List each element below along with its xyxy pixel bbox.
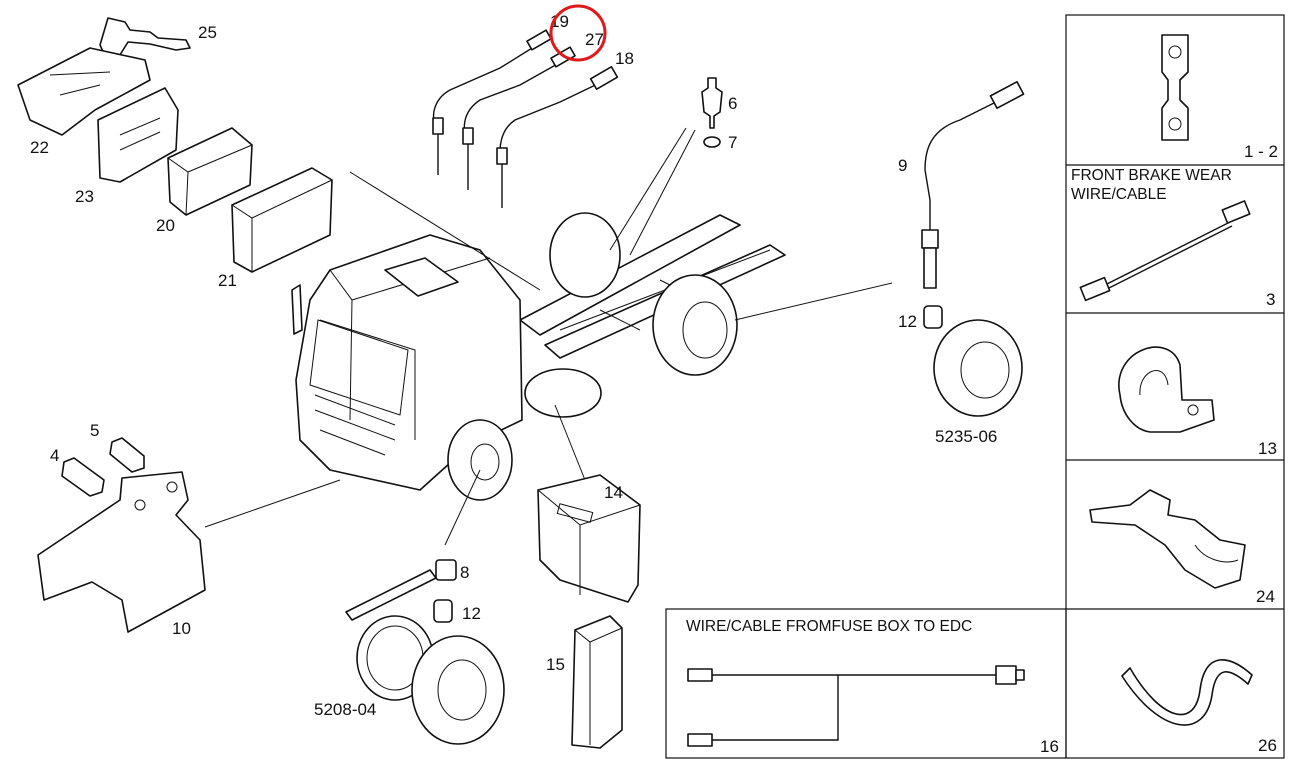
label-8: 8	[460, 563, 469, 582]
label-10: 10	[172, 619, 191, 638]
panel-24-number: 24	[1256, 587, 1275, 606]
mounting-plate-22	[17, 47, 151, 136]
label-23: 23	[75, 187, 94, 206]
leader-lines	[204, 127, 893, 546]
label-22: 22	[30, 138, 49, 157]
panel-1-2-number: 1 - 2	[1244, 142, 1278, 161]
sensor-8	[345, 569, 437, 621]
strap-part-26	[1121, 659, 1253, 726]
panel-3[interactable]: FRONT BRAKE WEAR WIRE/CABLE 3	[1071, 167, 1275, 309]
part-14[interactable]: 14	[537, 474, 641, 603]
brake-wear-cable	[1104, 221, 1231, 286]
label-4: 4	[50, 446, 59, 465]
sensor-5	[109, 437, 145, 473]
panel-24[interactable]: 24	[1089, 489, 1275, 606]
sensor-4	[61, 457, 105, 497]
sensor-cable-18	[499, 77, 611, 208]
highlight-circle	[549, 4, 607, 62]
label-20: 20	[156, 216, 175, 235]
brake-disc	[411, 635, 505, 745]
label-5235-06: 5235-06	[935, 427, 997, 446]
module-15	[571, 615, 623, 749]
part-15[interactable]: 15	[546, 615, 623, 749]
label-7: 7	[728, 133, 737, 152]
panel-26[interactable]: 26	[1121, 659, 1277, 755]
part-8-12-ring[interactable]: 8 12 5208-04	[314, 559, 505, 745]
label-5208-04: 5208-04	[314, 700, 376, 719]
panel-3-number: 3	[1266, 290, 1275, 309]
label-12-top: 12	[898, 312, 917, 331]
panel-16[interactable]: WIRE/CABLE FROMFUSE BOX TO EDC 16	[686, 618, 1059, 756]
washer-7	[703, 136, 721, 148]
part-19-27-18[interactable]: 19 27 18	[432, 4, 634, 208]
truck-illustration	[291, 212, 786, 501]
panel-3-title-line2: WIRE/CABLE	[1071, 186, 1167, 203]
label-27: 27	[585, 30, 604, 49]
bracket-25	[99, 17, 191, 59]
panel-16-number: 16	[1040, 737, 1059, 756]
part-25[interactable]: 25	[99, 17, 217, 59]
panel-26-number: 26	[1258, 736, 1277, 755]
fuse-box-cable	[712, 674, 998, 741]
label-21: 21	[218, 271, 237, 290]
clamp-part-13	[1118, 346, 1215, 433]
bush-12-bottom	[433, 599, 453, 623]
panel-1-2[interactable]: 1 - 2	[1161, 34, 1278, 161]
bracket-10	[37, 471, 206, 633]
part-4-5-10[interactable]: 4 5 10	[37, 421, 206, 638]
sensor-cable-19	[432, 39, 546, 175]
part-22[interactable]: 22	[17, 47, 151, 157]
label-18: 18	[615, 49, 634, 68]
bracket-part-1-2	[1161, 34, 1189, 141]
panel-3-title-line1: FRONT BRAKE WEAR	[1071, 167, 1232, 184]
label-14: 14	[604, 483, 623, 502]
module-20	[167, 127, 253, 216]
ecu-14	[537, 474, 641, 603]
control-unit-21	[231, 167, 333, 273]
part-20[interactable]: 20	[156, 127, 253, 235]
label-9: 9	[898, 156, 907, 175]
holder-part-24	[1089, 489, 1246, 589]
part-23[interactable]: 23	[75, 87, 179, 206]
panel-grid	[665, 14, 1285, 759]
abs-sensor-9	[924, 99, 1001, 230]
support-23	[97, 87, 179, 183]
part-9-12-hub[interactable]: 9 12 5235-06	[898, 80, 1025, 446]
label-6: 6	[728, 94, 737, 113]
panel-16-title: WIRE/CABLE FROMFUSE BOX TO EDC	[686, 618, 972, 635]
label-5: 5	[90, 421, 99, 440]
label-15: 15	[546, 655, 565, 674]
label-12-bottom: 12	[462, 604, 481, 623]
panel-13-number: 13	[1258, 439, 1277, 458]
bush-12	[923, 305, 943, 329]
part-21[interactable]: 21	[218, 167, 333, 290]
panel-13[interactable]: 13	[1118, 346, 1277, 458]
label-25: 25	[198, 23, 217, 42]
part-6-7[interactable]: 6 7	[701, 77, 737, 152]
sensor-cable-27	[463, 57, 569, 190]
pressure-switch-6	[701, 77, 723, 129]
